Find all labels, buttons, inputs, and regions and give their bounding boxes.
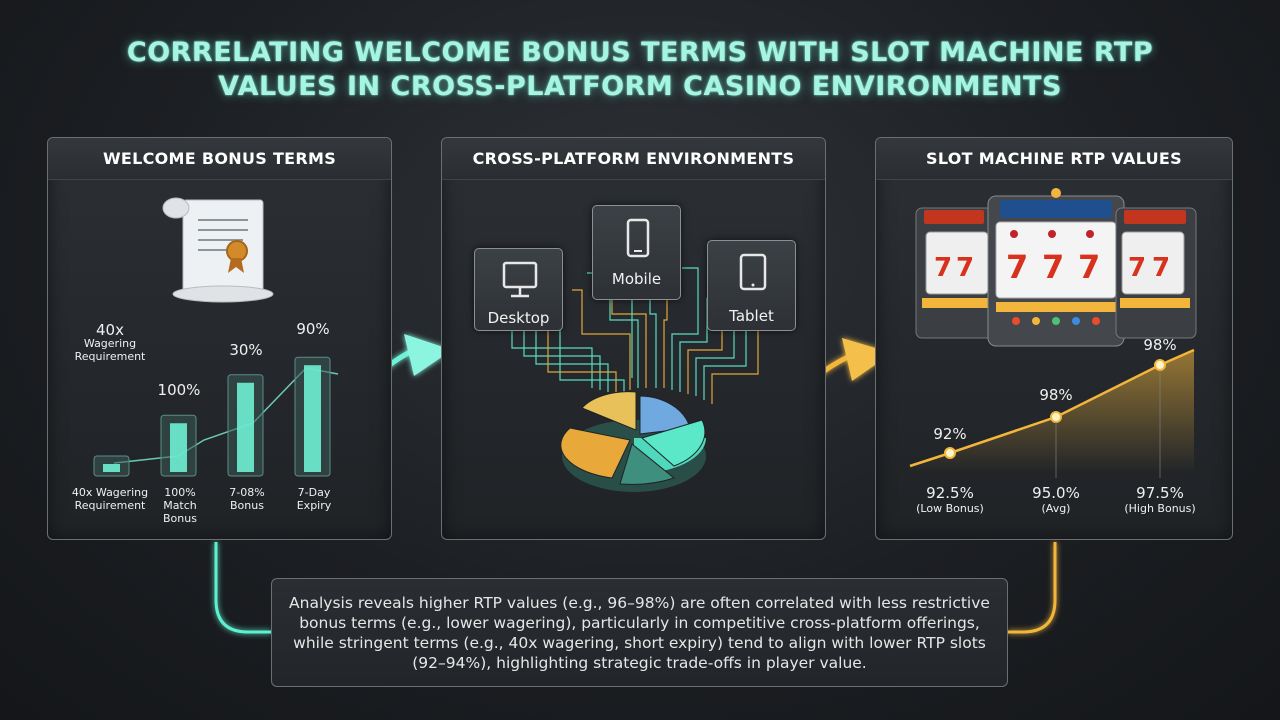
bar-category-label: 7-Day Expiry — [296, 486, 332, 512]
bonus-bar-fill — [103, 464, 120, 472]
bar-category-label: 7-08% Bonus — [229, 486, 265, 512]
cross-platform-panel: CROSS-PLATFORM ENVIRONMENTS — [441, 137, 826, 540]
rtp-value-label: 97.5% — [1136, 484, 1184, 502]
scroll-certificate-icon — [162, 197, 274, 303]
rtp-value-label: 95.0% — [1032, 484, 1080, 502]
title-line-1: CORRELATING WELCOME BONUS TERMS WITH SLO… — [126, 37, 1154, 68]
bonus-bar-group — [93, 356, 331, 477]
svg-text:7: 7 — [934, 253, 952, 283]
rtp-sub-label: (High Bonus) — [1124, 502, 1196, 515]
rtp-point — [1154, 359, 1166, 371]
bar-value-label: 100% — [157, 381, 201, 399]
svg-text:7: 7 — [1152, 253, 1170, 283]
teal-arrowhead — [404, 334, 452, 376]
svg-text:7: 7 — [1042, 248, 1064, 286]
slot-machines-illustration: 7 7 7 7 7 — [915, 188, 1197, 347]
device-label: Tablet — [729, 307, 774, 325]
bar-value-label: 90% — [296, 320, 330, 338]
teal-connector — [214, 542, 271, 634]
bonus-bar-fill — [304, 365, 321, 472]
bonus-bar-fill — [237, 382, 254, 472]
device-label: Desktop — [487, 309, 550, 327]
rtp-area — [910, 350, 1194, 473]
summary-box: Analysis reveals higher RTP values (e.g.… — [271, 578, 1008, 687]
slot-machine-right: 7 7 — [1115, 207, 1197, 339]
welcome-bonus-heading: WELCOME BONUS TERMS — [48, 138, 391, 180]
bar-category-label: 40x Wagering Requirement — [71, 486, 149, 512]
tablet-icon — [739, 253, 767, 291]
bar-value-label: 40x — [96, 321, 124, 339]
rtp-top-label: 98% — [1039, 386, 1073, 404]
bar-value-sublabel: Wagering Requirement — [74, 337, 146, 363]
rtp-top-label: 98% — [1143, 336, 1177, 354]
slot-rtp-panel: SLOT MACHINE RTP VALUES 7 7 — [875, 137, 1233, 540]
svg-text:7: 7 — [1006, 248, 1028, 286]
slot-machine-center: 7 7 7 — [987, 188, 1125, 347]
rtp-top-label: 92% — [933, 425, 967, 443]
welcome-bonus-panel: WELCOME BONUS TERMS 40x Wagering Require… — [47, 137, 392, 540]
slot-rtp-heading: SLOT MACHINE RTP VALUES — [876, 138, 1232, 180]
svg-text:7: 7 — [1078, 248, 1100, 286]
device-label: Mobile — [611, 270, 662, 288]
title-line-2: VALUES IN CROSS-PLATFORM CASINO ENVIRONM… — [218, 71, 1062, 102]
mobile-card: Mobile — [592, 205, 681, 300]
rtp-point — [1050, 411, 1062, 423]
bar-value-label: 30% — [229, 341, 263, 359]
gold-arrowhead — [842, 338, 892, 381]
smartphone-icon — [626, 218, 650, 258]
svg-text:7: 7 — [956, 253, 974, 283]
desktop-card: Desktop — [474, 248, 563, 331]
svg-text:7: 7 — [1128, 253, 1146, 283]
platform-pie-chart — [560, 391, 706, 492]
bar-category-label: 100% Match Bonus — [163, 486, 197, 525]
cross-platform-heading: CROSS-PLATFORM ENVIRONMENTS — [442, 138, 825, 180]
summary-text: Analysis reveals higher RTP values (e.g.… — [289, 593, 990, 672]
rtp-graphic-layer: 7 7 7 7 7 — [909, 188, 1197, 478]
rtp-sub-label: (Low Bonus) — [916, 502, 984, 515]
rtp-point — [944, 447, 956, 459]
circuit-lines — [511, 267, 759, 404]
rtp-sub-label: (Avg) — [1041, 502, 1071, 515]
bonus-bar-fill — [170, 423, 187, 472]
monitor-icon — [502, 261, 538, 298]
rtp-value-label: 92.5% — [926, 484, 974, 502]
slot-machine-left: 7 7 — [915, 207, 997, 339]
bonus-graphic-layer — [93, 197, 339, 477]
page-title: CORRELATING WELCOME BONUS TERMS WITH SLO… — [0, 36, 1280, 104]
gold-connector — [1008, 542, 1057, 634]
tablet-card: Tablet — [707, 240, 796, 331]
platform-graphic-layer — [511, 267, 759, 492]
